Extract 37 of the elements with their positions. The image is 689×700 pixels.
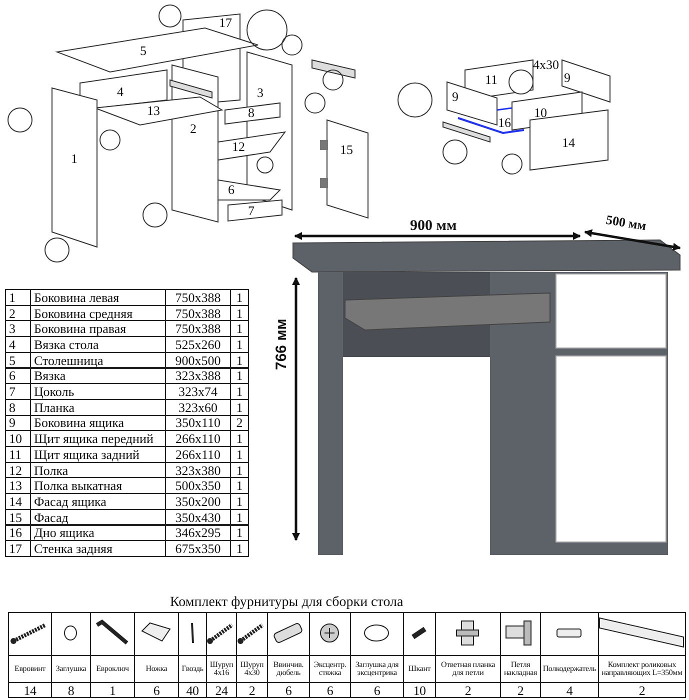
dimension-label: 900 мм <box>410 219 457 234</box>
callout-number: 6 <box>228 183 234 196</box>
callout-number: 5 <box>140 44 146 57</box>
callout-number: 11 <box>485 73 498 86</box>
callout-number: 2 <box>190 122 196 135</box>
callout-number: 13 <box>147 104 160 117</box>
part-quantity: 1 <box>230 368 249 384</box>
part-number: 6 <box>5 368 31 384</box>
hardware-count: 2 <box>598 682 686 698</box>
part-number: 5 <box>5 352 31 368</box>
callout-number: 15 <box>340 143 353 156</box>
callout-number: 9 <box>564 71 570 84</box>
part-quantity: 1 <box>230 540 249 557</box>
callout-number: 9 <box>452 90 458 103</box>
part-number: 17 <box>5 540 31 557</box>
callout-number: 12 <box>232 140 245 153</box>
dimension-label: 766 мм <box>274 318 289 370</box>
table-title: Комплект фурнитуры для сборки стола <box>170 596 404 610</box>
callout-number: 8 <box>248 106 254 119</box>
callout-number: 7 <box>248 204 254 217</box>
callout-number: 4 <box>117 85 124 98</box>
part-quantity: 1 <box>230 289 249 306</box>
part-quantity: 1 <box>230 352 249 368</box>
part-number: 15 <box>5 508 31 526</box>
part-quantity: 1 <box>230 508 249 526</box>
callout-number: 1 <box>71 152 78 165</box>
hardware-count: 14 <box>8 682 52 698</box>
part-number: 16 <box>5 524 31 542</box>
callout-number: 14 <box>562 136 575 149</box>
dimension-label: 500 мм <box>605 212 648 232</box>
callout-number: 10 <box>534 106 547 119</box>
part-quantity: 1 <box>230 524 249 542</box>
callout-number: 16 <box>498 116 511 129</box>
part-name: Дно ящика <box>30 524 166 542</box>
part-number: 1 <box>5 289 31 306</box>
callout-number: 17 <box>219 16 232 29</box>
callout-number: 3 <box>257 86 264 99</box>
